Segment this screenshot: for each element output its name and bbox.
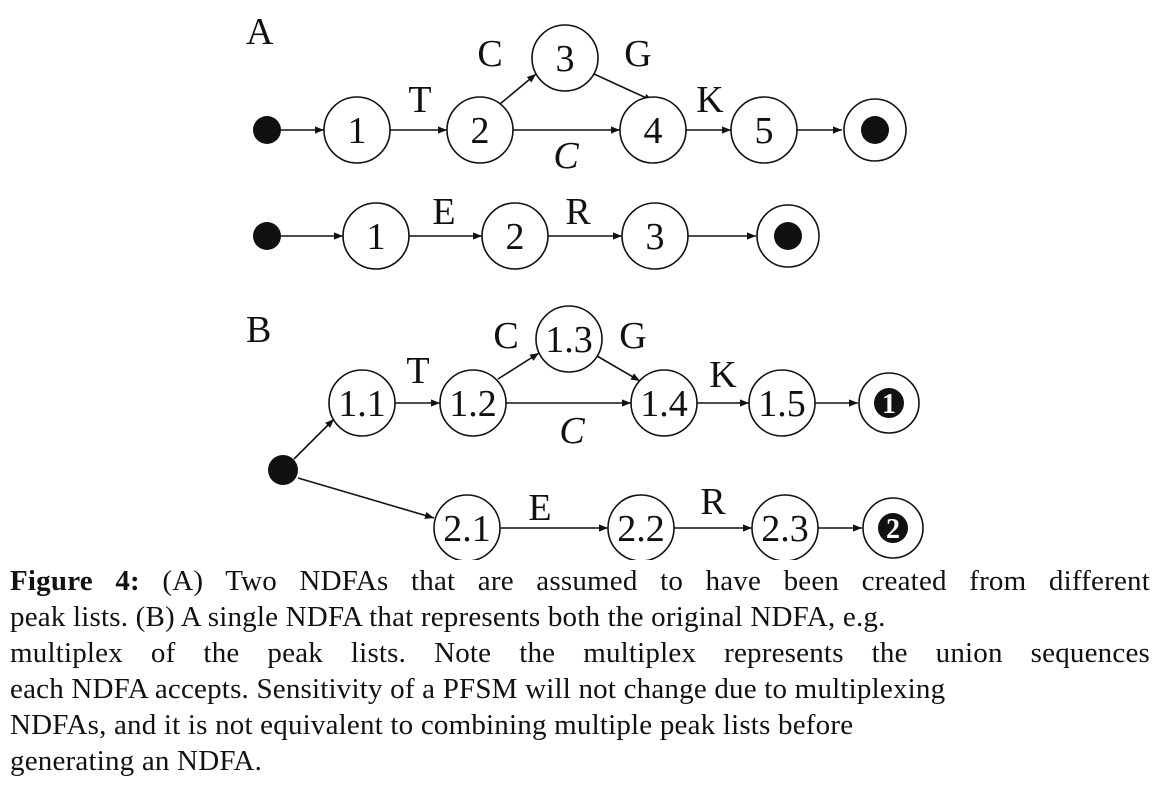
final-state-a2: [756, 204, 820, 268]
edge-label-a1-c-lower: C: [553, 135, 579, 177]
caption-text-1: (A) Two NDFAs that are assumed to have b…: [139, 565, 1150, 597]
svg-text:2: 2: [886, 514, 900, 545]
svg-text:3: 3: [646, 216, 665, 258]
svg-text:5: 5: [755, 110, 774, 152]
svg-text:2.1: 2.1: [443, 508, 491, 550]
edge-label-a1-c-upper: C: [477, 33, 502, 75]
edge-label-b-c-lower: C: [559, 410, 585, 452]
state-a1-5: 5: [730, 96, 798, 164]
edge-label-a1-g: G: [624, 33, 651, 75]
edge-a1-3-to-4: [593, 73, 654, 102]
caption-line-1: Figure 4: (A) Two NDFAs that are assumed…: [10, 563, 1150, 599]
figure-caption: Figure 4: (A) Two NDFAs that are assumed…: [10, 563, 1150, 779]
state-b-1-4: 1.4: [630, 369, 698, 437]
state-a1-3: 3: [531, 24, 599, 92]
edge-label-b-c-upper: C: [493, 315, 518, 357]
panel-label-b: B: [246, 309, 271, 351]
edge-label-b-r: R: [700, 481, 726, 523]
svg-text:2.2: 2.2: [617, 508, 665, 550]
state-b-2-2: 2.2: [607, 494, 675, 560]
edge-a1-2-to-3: [499, 73, 537, 105]
edge-label-a2-r: R: [565, 191, 591, 233]
edge-b-1-3-to-1-4: [596, 355, 641, 382]
state-a2-3: 3: [621, 202, 689, 270]
state-b-1-3: 1.3: [535, 305, 603, 373]
state-a1-1: 1: [323, 96, 391, 164]
state-b-1-1: 1.1: [328, 369, 396, 437]
svg-text:1.1: 1.1: [338, 383, 386, 425]
caption-line-6: generating an NDFA.: [10, 745, 263, 777]
svg-text:1.3: 1.3: [545, 319, 593, 361]
svg-text:2: 2: [471, 110, 490, 152]
edge-label-b-g: G: [619, 315, 646, 357]
state-a2-1: 1: [342, 202, 410, 270]
svg-text:2.3: 2.3: [761, 508, 809, 550]
edge-start-to-b-2-1: [297, 477, 435, 519]
state-b-1-2: 1.2: [439, 369, 507, 437]
final-state-b-1: 1: [858, 372, 920, 434]
svg-text:3: 3: [556, 38, 575, 80]
panel-label-a: A: [246, 11, 274, 53]
svg-text:4: 4: [644, 110, 663, 152]
figure-label: Figure 4:: [10, 565, 140, 597]
final-state-b-2: 2: [862, 497, 924, 559]
state-b-2-1: 2.1: [433, 494, 501, 560]
edge-label-b-e: E: [528, 487, 551, 529]
caption-line-4: each NDFA accepts. Sensitivity of a PFSM…: [10, 673, 946, 705]
state-a1-2: 2: [446, 96, 514, 164]
state-a1-4: 4: [619, 96, 687, 164]
start-state-a2: [253, 222, 281, 250]
state-a2-2: 2: [481, 202, 549, 270]
edge-label-a2-e: E: [432, 191, 455, 233]
start-state-a1: [253, 116, 281, 144]
svg-text:1: 1: [348, 110, 367, 152]
edge-start-to-b-1-1: [293, 418, 335, 460]
svg-text:2: 2: [506, 216, 525, 258]
caption-line-5: NDFAs, and it is not equivalent to combi…: [10, 709, 854, 741]
edge-label-a1-k: K: [696, 79, 724, 121]
svg-text:1.2: 1.2: [449, 383, 497, 425]
edge-label-a1-t: T: [408, 79, 431, 121]
start-state-b: [268, 455, 298, 485]
edge-b-1-2-to-1-3: [497, 352, 540, 380]
ndfa-diagram: A B 1 T 2 C 3 G C 4 K 5 1 E: [246, 11, 924, 560]
final-state-a1: [843, 98, 907, 162]
svg-text:1: 1: [882, 389, 896, 420]
state-b-1-5: 1.5: [748, 369, 816, 437]
svg-text:1: 1: [367, 216, 386, 258]
svg-text:1.4: 1.4: [640, 383, 688, 425]
edge-label-b-t: T: [406, 350, 429, 392]
edge-label-b-k: K: [709, 354, 737, 396]
svg-text:1.5: 1.5: [758, 383, 806, 425]
caption-line-2: peak lists. (B) A single NDFA that repre…: [10, 601, 886, 633]
caption-line-3: multiplex of the peak lists. Note the mu…: [10, 637, 1150, 669]
state-b-2-3: 2.3: [751, 494, 819, 560]
